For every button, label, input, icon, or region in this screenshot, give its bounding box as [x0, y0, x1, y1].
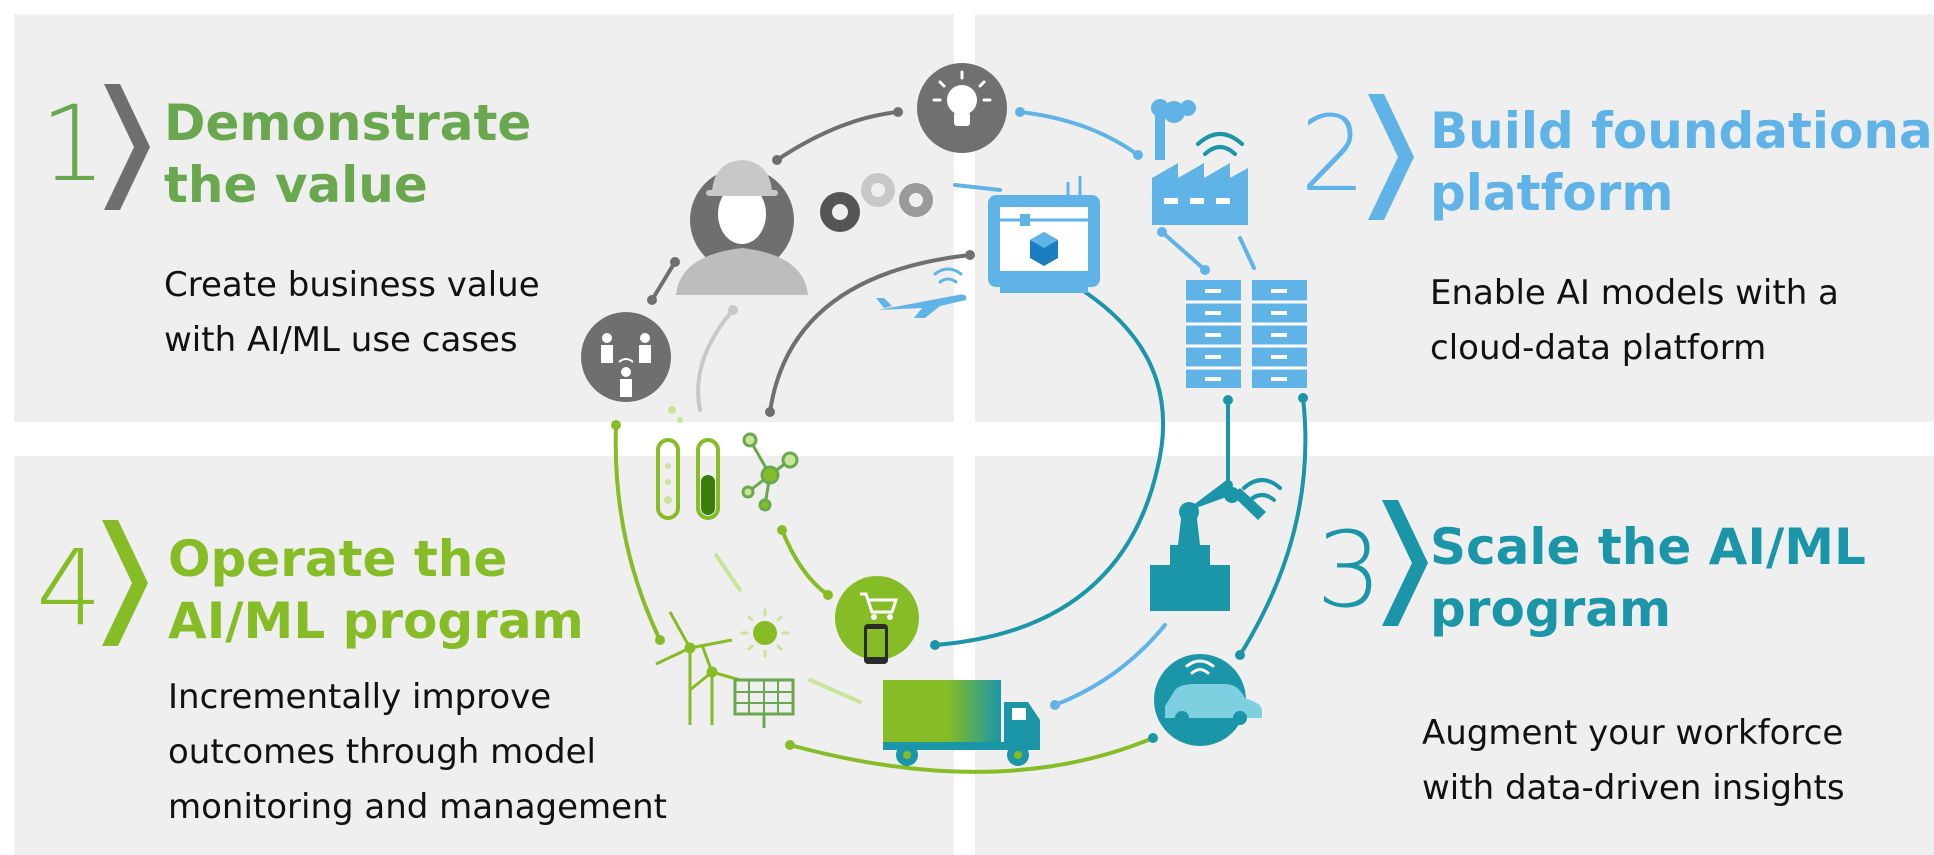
quadrant-panel-2 [975, 14, 1934, 422]
step-4-desc-line: Incrementally improve [168, 677, 552, 717]
step-4-title: Operate the AI/ML program [168, 528, 584, 652]
solar-panel-icon [733, 678, 795, 728]
connector-lines [613, 110, 1308, 774]
step-4-description: Incrementally improve outcomes through m… [168, 670, 667, 835]
connector-arc [768, 253, 972, 414]
step-3-desc-line: with data-driven insights [1422, 768, 1845, 808]
3d-printer-icon [988, 176, 1100, 293]
server-rack-icon [1186, 280, 1307, 388]
step-2-title: Build foundational platform [1430, 100, 1934, 224]
connector-arc [650, 260, 677, 302]
step-1-chevron-icon [104, 84, 150, 210]
connector-arc [1238, 396, 1308, 657]
connected-car-icon [1154, 654, 1262, 746]
step-1-title: Demonstrate the value [164, 92, 531, 216]
connector-arc [1018, 110, 1140, 157]
step-3-number: 3 [1316, 509, 1383, 631]
lightbulb-icon [917, 63, 1007, 153]
step-1-title-line: Demonstrate [164, 94, 532, 152]
step-2-desc-line: Enable AI models with a [1430, 273, 1839, 313]
step-3-desc-line: Augment your workforce [1422, 713, 1844, 753]
step-1-desc-line: with AI/ML use cases [164, 320, 518, 360]
step-3-chevron-icon [1382, 500, 1428, 626]
connector-arc [780, 528, 830, 597]
step-2-description: Enable AI models with a cloud-data platf… [1430, 266, 1839, 376]
people-network-icon [581, 312, 671, 402]
factory-icon [1151, 99, 1248, 225]
truck-icon [883, 680, 1040, 766]
connector-arc [696, 308, 735, 412]
connector-arc [1238, 236, 1256, 270]
connector-dots [611, 107, 1308, 750]
step-1-desc-line: Create business value [164, 265, 540, 305]
step-2-title-line: platform [1430, 164, 1674, 222]
shopping-mobile-icon [835, 576, 919, 664]
step-4-desc-line: monitoring and management [168, 787, 667, 827]
step-1-number: 1 [40, 83, 107, 205]
molecule-icon [741, 432, 799, 512]
connector-arc [808, 678, 862, 704]
sun-icon [740, 608, 790, 658]
connector-arc [1053, 623, 1167, 707]
step-1-description: Create business value with AI/ML use cas… [164, 258, 540, 368]
quadrant-panel-4 [14, 456, 954, 855]
step-4-number: 4 [36, 527, 103, 649]
step-2-desc-line: cloud-data platform [1430, 328, 1767, 368]
connector-arc [613, 423, 662, 642]
step-1-title-line: the value [164, 156, 428, 214]
step-4-title-line: Operate the [168, 530, 508, 588]
step-2-number: 2 [1300, 93, 1367, 215]
step-2-chevron-icon [1368, 94, 1414, 220]
step-3-title-line: program [1430, 580, 1672, 638]
quadrant-panel-1 [14, 14, 954, 422]
connector-arc [714, 553, 742, 592]
connector-arc [933, 290, 1166, 647]
step-2-title-line: Build foundational [1430, 102, 1934, 160]
test-tube-icon [656, 406, 720, 520]
gears-icon [820, 173, 933, 232]
connector-arc [775, 110, 900, 162]
step-3-title-line: Scale the AI/ML [1430, 518, 1866, 576]
step-4-desc-line: outcomes through model [168, 732, 597, 772]
robot-arm-icon [1150, 478, 1282, 611]
step-4-title-line: AI/ML program [168, 592, 584, 650]
connector-arc [1160, 230, 1207, 272]
worker-avatar-icon [676, 160, 808, 295]
connector-arc [788, 736, 1155, 774]
airplane-icon [876, 267, 967, 318]
step-3-description: Augment your workforce with data-driven … [1422, 706, 1845, 816]
step-3-title: Scale the AI/ML program [1430, 516, 1866, 640]
step-4-chevron-icon [102, 520, 148, 646]
connector-arc [953, 183, 1002, 192]
